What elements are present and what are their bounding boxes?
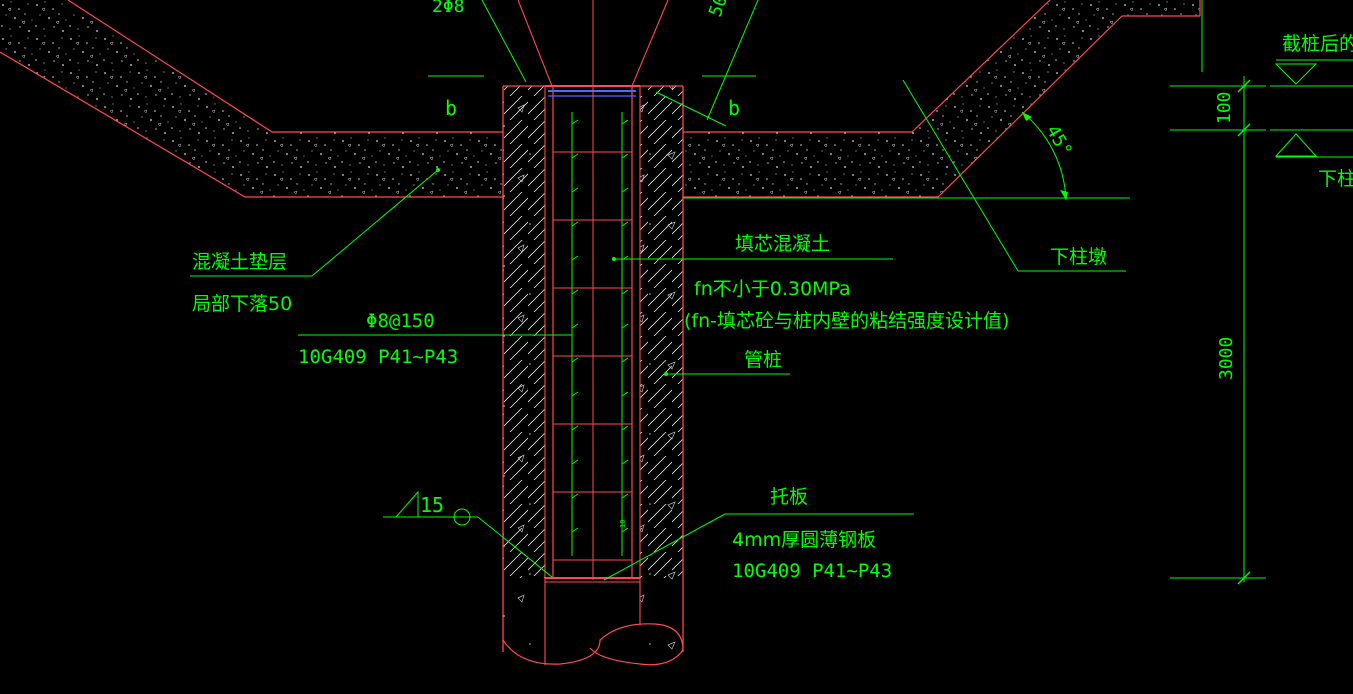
rebar-tick <box>621 425 629 431</box>
weld-symbol: 15 <box>383 490 553 578</box>
rebar-tick <box>571 391 579 397</box>
rebar-tick <box>621 391 629 397</box>
rebar-tick <box>571 119 579 125</box>
rebar-tick <box>571 493 579 499</box>
cushion-layer-right <box>683 0 1201 198</box>
stirrup-label-1: Φ8@150 <box>366 310 435 332</box>
rebar-tick <box>621 187 629 193</box>
dim-3000-label: 3000 <box>1216 337 1237 380</box>
rebar-tick <box>571 187 579 193</box>
rebar-tick <box>621 323 629 329</box>
rebar-tick <box>621 153 629 159</box>
rebar-tick <box>571 289 579 295</box>
rebar-tick <box>621 357 629 363</box>
top-rebar-label: 2Φ8 <box>432 0 465 17</box>
rebar-tick <box>571 221 579 227</box>
cushion-label-2: 局部下落50 <box>192 293 292 315</box>
rebar-tick <box>571 153 579 159</box>
rebar-tick <box>621 493 629 499</box>
section-mark-right: b <box>702 75 756 120</box>
cushion-label-1: 混凝土垫层 <box>192 251 287 273</box>
plate-callout: 托板 4mm厚圆薄钢板 10G409 P41~P43 <box>603 486 914 582</box>
top-dim-label: 50 <box>705 0 732 20</box>
plate-label-2: 10G409 P41~P43 <box>732 560 892 582</box>
angle-label: 45° <box>1042 122 1076 161</box>
fn-label-2: (fn-填芯砼与桩内壁的粘结强度设计值) <box>684 310 1009 332</box>
rebar-tick <box>621 527 629 533</box>
core-concrete-callout: 填芯混凝土 fn不小于0.30MPa (fn-填芯砼与桩内壁的粘结强度设计值) <box>612 233 1009 332</box>
top-bent-bars <box>481 0 759 127</box>
rebar-cage: 10 <box>545 0 640 583</box>
pipe-pile-label: 管桩 <box>744 349 782 371</box>
plate-label-1: 4mm厚圆薄钢板 <box>732 529 876 551</box>
cushion-callout: 混凝土垫层 局部下落50 <box>190 168 440 315</box>
stirrup-label-2: 10G409 P41~P43 <box>298 346 458 368</box>
rebar-tick <box>571 459 579 465</box>
elevation-markers: 截桩后的桩 下柱墩 <box>1201 0 1353 190</box>
section-left-label: b <box>445 96 457 120</box>
pile-top-cut-label: 截桩后的桩 <box>1282 33 1353 55</box>
dim-100-label: 100 <box>1214 91 1235 124</box>
dimension-stack: 100 3000 <box>1170 76 1266 585</box>
lower-cap-label: 下柱墩 <box>1050 246 1107 268</box>
rebar-tick <box>571 527 579 533</box>
pipe-pile-callout: 管桩 <box>664 349 790 376</box>
rebar-tick <box>571 425 579 431</box>
pipe-pile <box>502 85 684 666</box>
section-right-label: b <box>728 96 740 120</box>
section-mark-left: b <box>428 75 484 120</box>
lower-cap-short-label: 下柱墩 <box>1318 168 1353 190</box>
core-concrete-label: 填芯混凝土 <box>735 233 830 255</box>
rebar-tick <box>621 221 629 227</box>
plate-title-label: 托板 <box>770 486 808 508</box>
rebar-tick <box>621 459 629 465</box>
fn-label-1: fn不小于0.30MPa <box>694 278 851 300</box>
cushion-layer-left <box>0 0 503 198</box>
rebar-tick <box>621 289 629 295</box>
small-dim-label: 10 <box>619 520 627 528</box>
rebar-tick <box>571 255 579 261</box>
rebar-tick <box>571 357 579 363</box>
weld-size-label: 15 <box>420 493 444 517</box>
stirrup-callout: Φ8@150 10G409 P41~P43 <box>298 310 572 368</box>
lower-cap-callout: 下柱墩 <box>902 79 1126 272</box>
rebar-tick <box>571 323 579 329</box>
rebar-tick <box>621 119 629 125</box>
